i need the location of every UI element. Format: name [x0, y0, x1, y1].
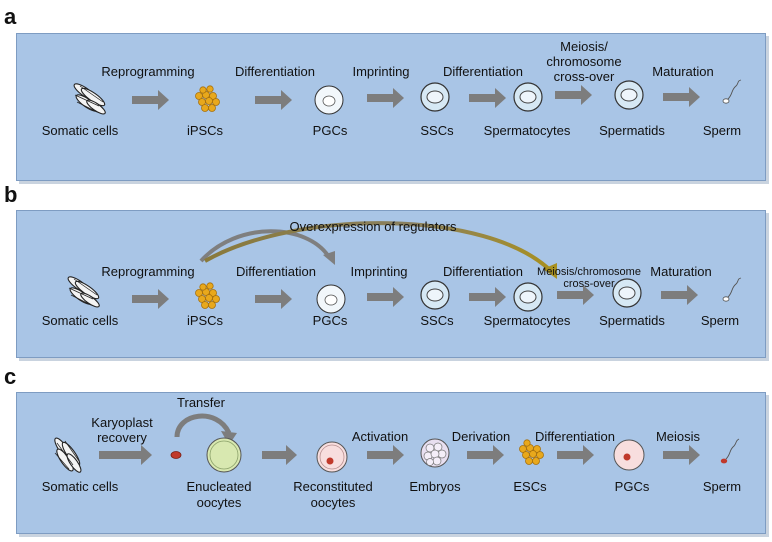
- step-label: Imprinting: [350, 264, 408, 279]
- panel-a-graphics: [73, 79, 742, 115]
- arrow-b6-icon: [661, 285, 698, 305]
- cell-label: PGCs: [312, 313, 348, 328]
- enucleated-oocyte-icon: [206, 437, 242, 473]
- panel-b: Overexpression of regulators Reprogrammi…: [16, 210, 766, 358]
- step-label: Differentiation: [535, 429, 615, 444]
- cell-label: PGCs: [614, 479, 650, 494]
- pgc-cell-icon: [314, 85, 344, 115]
- arrow-c3-icon: [367, 445, 404, 465]
- cell-label: Embryos: [409, 479, 461, 494]
- spermatid-cell-icon: [614, 80, 644, 110]
- cell-label: PGCs: [312, 123, 348, 138]
- cell-label: Sperm: [700, 313, 740, 328]
- cell-label: Reconstituted oocytes: [293, 479, 373, 510]
- step-label: Activation: [351, 429, 409, 444]
- arrow-b4-icon: [469, 287, 506, 307]
- panel-c: Transfer Karyoplast recovery Activation …: [16, 392, 766, 534]
- somatic-cells-icon: [67, 276, 100, 308]
- cell-label: Somatic cells: [41, 313, 119, 328]
- panel-b-letter: b: [4, 182, 18, 207]
- cell-label: Somatic cells: [41, 479, 119, 494]
- cell-label: Spermatids: [599, 123, 665, 138]
- step-label: Differentiation: [443, 64, 523, 79]
- arrow-c1-icon: [99, 445, 152, 465]
- step-label: Differentiation: [235, 64, 315, 79]
- ssc-cell-icon: [420, 82, 450, 112]
- cell-label: Spermatids: [599, 313, 665, 328]
- arrow-c4-icon: [467, 445, 504, 465]
- cell-label: Enucleated oocytes: [186, 479, 252, 510]
- cell-label: Sperm: [702, 479, 742, 494]
- ipsc-cluster-icon: [195, 282, 220, 309]
- panel-a: Reprogramming Differentiation Imprinting…: [16, 33, 766, 181]
- panel-c-graphics: [54, 413, 740, 473]
- overexpression-arrow-to-pgc: [199, 229, 331, 263]
- sperm-icon: [722, 277, 742, 302]
- cell-label: iPSCs: [186, 123, 224, 138]
- arrow-a4-icon: [469, 88, 506, 108]
- overexpression-arrow-to-meiosis: [204, 221, 553, 273]
- cell-label: Spermatocytes: [483, 123, 571, 138]
- step-label: Maturation: [652, 64, 714, 79]
- arrow-b3-icon: [367, 287, 404, 307]
- panel-b-graphics: [67, 221, 742, 314]
- step-label: Meiosis: [655, 429, 701, 444]
- cell-label: ESCs: [513, 479, 547, 494]
- arrow-a1-icon: [132, 90, 169, 110]
- panel-a-letter: a: [4, 4, 17, 29]
- arrow-a2-icon: [255, 90, 292, 110]
- arrow-b1-icon: [132, 289, 169, 309]
- cell-label: iPSCs: [186, 313, 224, 328]
- step-label: Differentiation: [236, 264, 316, 279]
- karyoplast-icon: [170, 451, 182, 459]
- spermatocyte-cell-icon: [513, 82, 543, 112]
- step-label: Maturation: [650, 264, 712, 279]
- overexpression-label: Overexpression of regulators: [289, 219, 457, 234]
- cell-label: Spermatocytes: [483, 313, 571, 328]
- transfer-label: Transfer: [177, 395, 225, 410]
- step-label: Karyoplast recovery: [91, 415, 153, 445]
- reconstituted-oocyte-icon: [316, 441, 348, 473]
- sperm-icon: [720, 438, 740, 464]
- step-label: Reprogramming: [101, 64, 195, 79]
- pgc-cell-icon: [613, 439, 645, 471]
- arrow-a6-icon: [663, 87, 700, 107]
- ssc-cell-icon: [420, 280, 450, 310]
- arrow-a3-icon: [367, 88, 404, 108]
- cell-label: Somatic cells: [41, 123, 119, 138]
- spermatid-cell-icon: [612, 278, 642, 308]
- arrow-c6-icon: [663, 445, 700, 465]
- step-label: Meiosis/chromosome cross-over: [537, 266, 641, 290]
- esc-cluster-icon: [519, 439, 544, 465]
- step-label: Differentiation: [443, 264, 523, 279]
- cell-label: SSCs: [420, 313, 454, 328]
- arrow-b2-icon: [255, 289, 292, 309]
- step-label: Derivation: [451, 429, 511, 444]
- arrow-c5-icon: [557, 445, 594, 465]
- cell-label: Sperm: [702, 123, 742, 138]
- transfer-arrow: [174, 413, 232, 438]
- step-label: Reprogramming: [101, 264, 195, 279]
- cell-label: SSCs: [420, 123, 454, 138]
- sperm-icon: [722, 79, 742, 104]
- ipsc-cluster-icon: [195, 85, 220, 112]
- spermatocyte-cell-icon: [513, 282, 543, 312]
- step-label: Imprinting: [352, 64, 410, 79]
- arrow-c2-icon: [262, 445, 297, 465]
- somatic-cells-icon: [54, 437, 82, 473]
- arrow-a5-icon: [555, 85, 592, 105]
- panel-c-letter: c: [4, 364, 17, 389]
- embryo-icon: [420, 438, 450, 468]
- step-label: Meiosis/ chromosome cross-over: [546, 39, 622, 84]
- arrow-b5-icon: [557, 285, 594, 305]
- somatic-cells-icon: [73, 83, 106, 115]
- pgc-cell-icon: [316, 284, 346, 314]
